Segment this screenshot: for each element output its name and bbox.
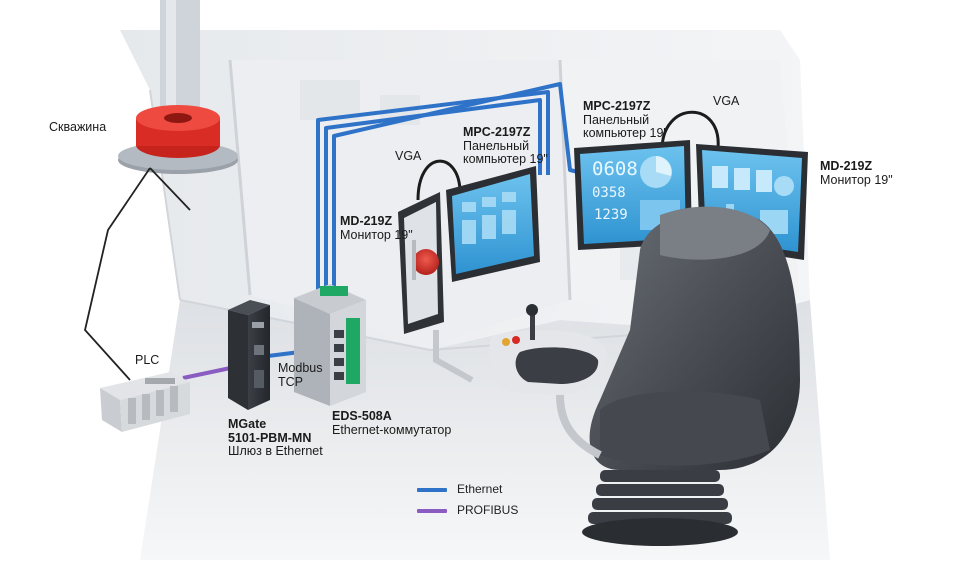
vga-cables [416, 110, 720, 201]
ethernet-cables [267, 82, 579, 358]
md-right-model: MD-219Z [820, 159, 873, 173]
plc-label: PLC [135, 353, 160, 367]
screen-readout-3: 1239 [594, 207, 628, 223]
operator-seat [489, 206, 800, 546]
wellhead [118, 0, 238, 174]
screen-readout-2: 0358 [592, 185, 626, 201]
wellhead-plc-cable [84, 167, 191, 381]
eds-label: EDS-508A Ethernet-коммутатор [332, 409, 452, 437]
mpc-right-label: MPC-2197Z Панельный компьютер 19" [583, 99, 668, 141]
mpc-left-label: MPC-2197Z Панельный компьютер 19" [463, 125, 548, 167]
mpc-left-line1: Панельный [463, 138, 530, 153]
mgate-model1: MGate [228, 417, 267, 431]
wellhead-label: Скважина [49, 120, 107, 134]
vga-left-label: VGA [395, 149, 422, 163]
legend-ethernet-swatch [417, 488, 447, 492]
modbus-label: Modbus TCP [278, 361, 323, 389]
legend-profibus-swatch [417, 509, 447, 513]
mpc-right-line2: компьютер 19" [583, 126, 668, 140]
modbus-line2: TCP [278, 374, 303, 389]
mpc-left-line2: компьютер 19" [463, 152, 548, 166]
mgate-gateway [228, 300, 270, 410]
md-left-label: MD-219Z Монитор 19" [340, 214, 413, 242]
eds-switch [294, 284, 366, 406]
modbus-line1: Modbus [278, 361, 323, 375]
mgate-model2: 5101-PBM-MN [228, 430, 312, 445]
mpc-right-line1: Панельный [583, 112, 650, 127]
md-left-model: MD-219Z [340, 214, 393, 228]
mgate-line1: Шлюз в Ethernet [228, 444, 323, 458]
md-right-label: MD-219Z Монитор 19" [820, 159, 893, 187]
vga-right-label: VGA [713, 94, 740, 108]
mgate-label: MGate 5101-PBM-MN Шлюз в Ethernet [228, 417, 323, 459]
eds-model: EDS-508A [332, 409, 392, 423]
legend-profibus-label: PROFIBUS [457, 503, 519, 517]
eds-line1: Ethernet-коммутатор [332, 422, 452, 437]
mpc-left-model: MPC-2197Z [463, 125, 531, 139]
plc-device [100, 372, 190, 432]
legend-ethernet-label: Ethernet [457, 482, 503, 496]
md-left-line1: Монитор 19" [340, 227, 413, 242]
mpc-right-model: MPC-2197Z [583, 99, 651, 113]
screen-readout-1: 0608 [592, 158, 638, 180]
left-display-group [398, 166, 540, 383]
md-right-line1: Монитор 19" [820, 172, 893, 187]
